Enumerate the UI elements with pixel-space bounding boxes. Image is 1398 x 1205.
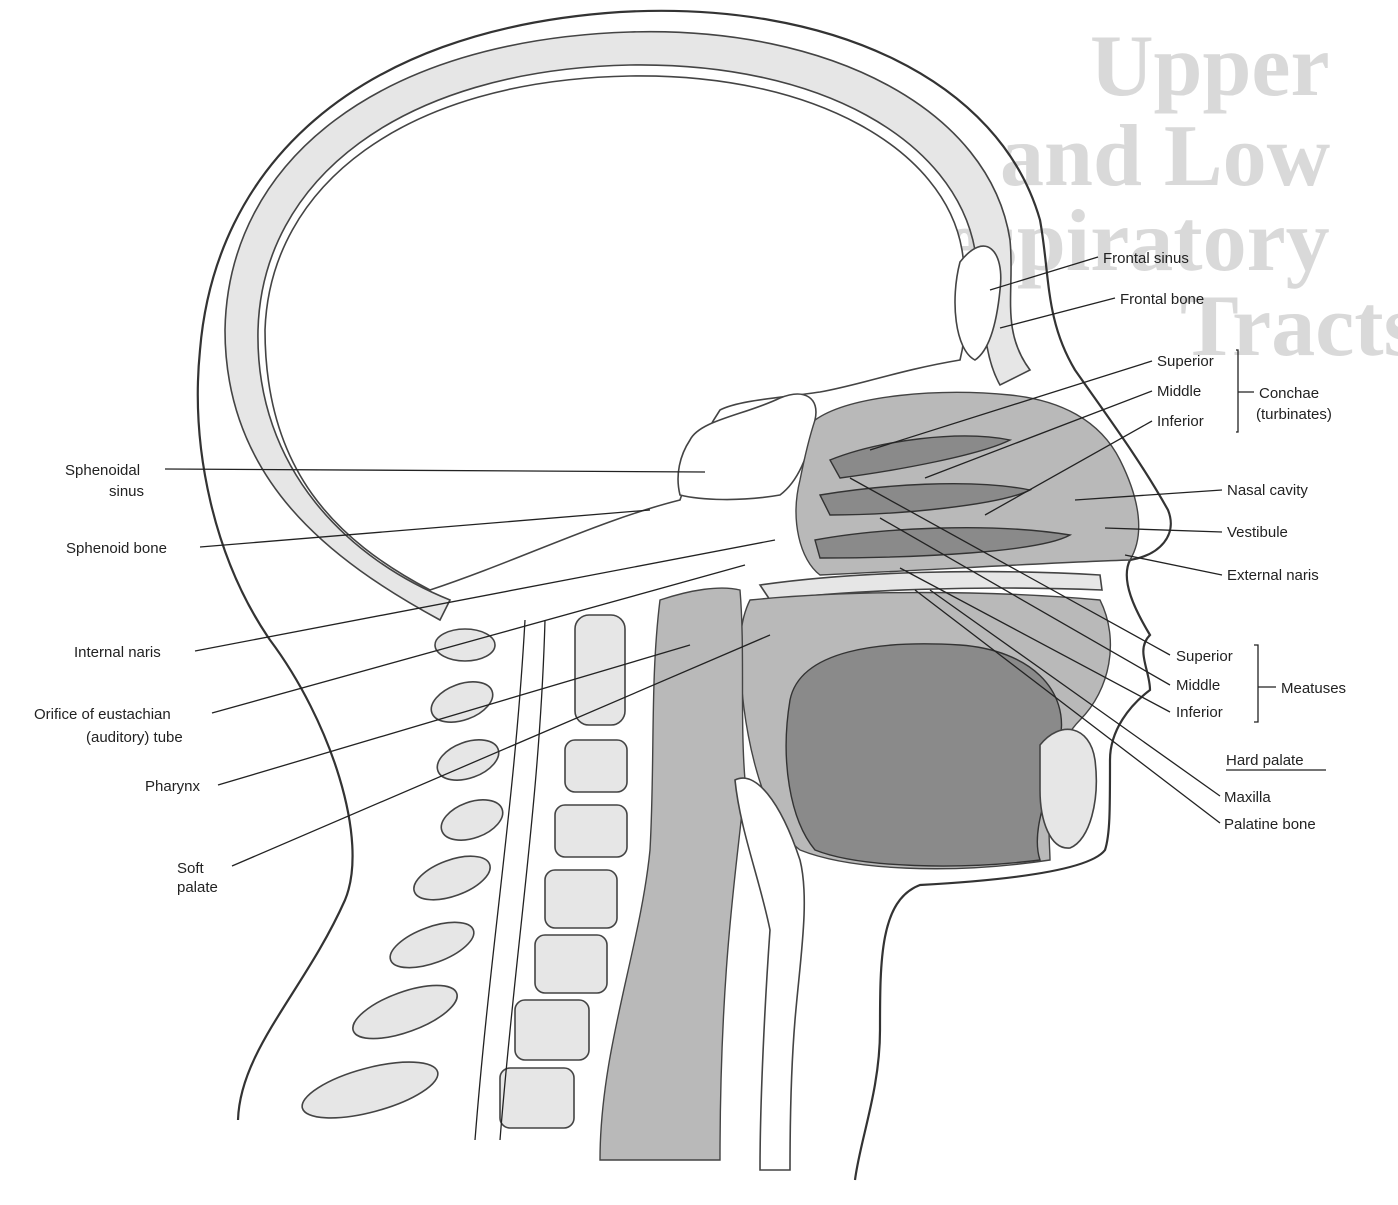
ghost-text-1: Upper bbox=[1090, 18, 1330, 115]
leader-lines bbox=[164, 256, 1326, 867]
spinous-process-4 bbox=[440, 799, 504, 841]
leader-internal-naris bbox=[194, 539, 776, 652]
background-page-text: Upper and Low Respiratory Tracts bbox=[880, 18, 1398, 375]
label-conchae-middle: Middle bbox=[1157, 383, 1201, 400]
leader-palatine-bone bbox=[914, 589, 1221, 824]
meatuses-bracket bbox=[1254, 644, 1276, 723]
leader-inferior-concha bbox=[984, 420, 1153, 516]
label-sinus: sinus bbox=[109, 483, 144, 500]
leader-middle-meatus bbox=[879, 517, 1171, 686]
leader-pharynx bbox=[217, 644, 691, 786]
leader-soft-palate bbox=[231, 634, 771, 867]
label-external-naris: External naris bbox=[1227, 567, 1319, 584]
spinous-process-5 bbox=[413, 855, 491, 901]
label-conchae: Conchae bbox=[1259, 385, 1319, 402]
label-auditory-tube: (auditory) tube bbox=[86, 729, 183, 746]
label-pharynx: Pharynx bbox=[145, 778, 201, 795]
leader-frontal-bone bbox=[999, 297, 1116, 329]
conchae-bracket bbox=[1236, 349, 1254, 433]
leader-sphenoid-bone bbox=[199, 509, 651, 548]
label-soft: Soft bbox=[177, 860, 205, 877]
label-conchae-superior: Superior bbox=[1157, 353, 1214, 370]
leader-middle-concha bbox=[924, 390, 1153, 479]
spinous-processes bbox=[301, 628, 504, 1119]
label-sphenoidal: Sphenoidal bbox=[65, 462, 140, 479]
spinous-process-7 bbox=[352, 984, 458, 1040]
label-hard-palate: Hard palate bbox=[1226, 752, 1304, 769]
larynx bbox=[734, 777, 806, 1171]
vertebra-c7 bbox=[514, 999, 590, 1061]
spinous-process-8 bbox=[301, 1061, 439, 1119]
leader-eustachian bbox=[211, 564, 746, 714]
leader-inferior-meatus bbox=[899, 567, 1171, 713]
label-frontal-bone: Frontal bone bbox=[1120, 291, 1204, 308]
leader-maxilla bbox=[929, 589, 1221, 797]
ghost-text-2: and Low bbox=[1000, 108, 1331, 205]
vertebra-c6 bbox=[534, 934, 608, 994]
mandible bbox=[1039, 728, 1098, 849]
label-meatus-middle: Middle bbox=[1176, 677, 1220, 694]
tongue bbox=[785, 643, 1063, 867]
label-turbinates: (turbinates) bbox=[1256, 406, 1332, 423]
labels: Frontal sinus Frontal bone Superior Midd… bbox=[34, 250, 1346, 896]
leader-superior-meatus bbox=[849, 477, 1171, 656]
label-palatine-bone: Palatine bone bbox=[1224, 816, 1316, 833]
label-internal-naris: Internal naris bbox=[74, 644, 161, 661]
leader-external-naris bbox=[1124, 554, 1223, 576]
leader-nasal-cavity bbox=[1074, 489, 1223, 501]
spinous-process-6 bbox=[389, 921, 475, 969]
pharynx bbox=[599, 587, 746, 1161]
label-meatus-inferior: Inferior bbox=[1176, 704, 1223, 721]
vertebra-c3 bbox=[564, 739, 628, 793]
label-palate: palate bbox=[177, 879, 218, 896]
head-outline bbox=[196, 9, 1172, 1181]
label-maxilla: Maxilla bbox=[1224, 789, 1271, 806]
vertebra-c2 bbox=[574, 614, 626, 726]
frontal-sinus bbox=[954, 245, 1002, 361]
leader-sphenoidal-sinus bbox=[164, 468, 706, 473]
label-nasal-cavity: Nasal cavity bbox=[1227, 482, 1308, 499]
spinous-process-2 bbox=[430, 681, 494, 723]
leader-vestibule bbox=[1104, 527, 1223, 533]
label-sphenoid-bone: Sphenoid bone bbox=[66, 540, 167, 557]
vertebra-c4 bbox=[554, 804, 628, 858]
spinous-process-3 bbox=[436, 739, 500, 781]
label-eustachian: Orifice of eustachian bbox=[34, 706, 171, 723]
label-vestibule: Vestibule bbox=[1227, 524, 1288, 541]
skull-bone bbox=[224, 30, 1032, 622]
vertebra-c5 bbox=[544, 869, 618, 929]
vertebra-t1 bbox=[499, 1067, 575, 1129]
ghost-text-4: Tracts bbox=[1180, 278, 1398, 375]
inferior-concha bbox=[814, 526, 1073, 559]
label-frontal-sinus: Frontal sinus bbox=[1103, 250, 1189, 267]
hard-palate bbox=[758, 570, 1103, 601]
spinal-canal bbox=[474, 619, 546, 1141]
leader-superior-concha bbox=[869, 360, 1153, 451]
superior-concha bbox=[829, 435, 1013, 479]
leader-frontal-sinus bbox=[989, 256, 1099, 291]
label-meatus-superior: Superior bbox=[1176, 648, 1233, 665]
label-meatuses: Meatuses bbox=[1281, 680, 1346, 697]
label-conchae-inferior: Inferior bbox=[1157, 413, 1204, 430]
spinous-process-1 bbox=[434, 628, 496, 662]
cervical-vertebrae bbox=[499, 614, 628, 1129]
